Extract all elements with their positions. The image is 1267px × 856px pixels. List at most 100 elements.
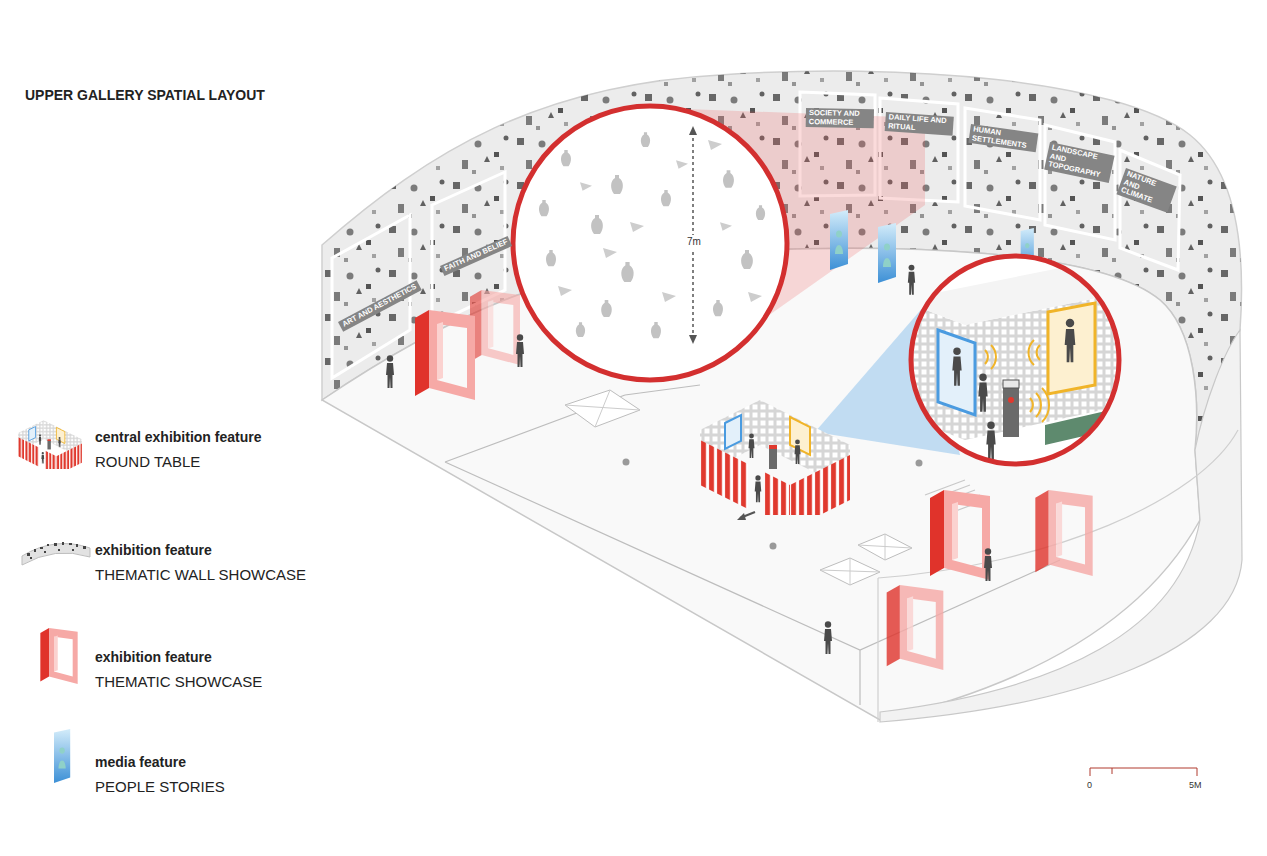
- legend-icon: [18, 420, 90, 783]
- callout-circle: [1029, 340, 1034, 365]
- callout-circle: [689, 126, 697, 135]
- gallery-floor: [858, 534, 912, 560]
- visitor-figure: [824, 621, 832, 654]
- legend-icon: [40, 628, 77, 684]
- artefact-cloud: [621, 262, 633, 282]
- artefact-cloud: [651, 322, 661, 338]
- legend-icon: [54, 543, 57, 546]
- callout-circle: [689, 335, 697, 344]
- callout-circle: [1036, 393, 1041, 417]
- artefact-cloud: [580, 182, 592, 191]
- legend-icon: [47, 544, 49, 546]
- legend-descriptor: media feature: [95, 754, 186, 771]
- callout-circle: [1003, 380, 1019, 388]
- wall-theme-label: SOCIETY AND COMMERCE: [806, 108, 874, 128]
- legend-icon: [83, 546, 86, 549]
- legend-label: PEOPLE STORIES: [95, 778, 225, 796]
- callout-circle: [1042, 388, 1049, 422]
- gallery-floor: [623, 459, 630, 466]
- legend-descriptor: exhibition feature: [95, 542, 212, 559]
- gallery-floor: [737, 513, 746, 520]
- callout-circle: [1048, 303, 1095, 394]
- legend-icon: [30, 557, 32, 559]
- callout-circle: [938, 330, 975, 415]
- wall-panel: [1120, 150, 1180, 270]
- diagram-title: UPPER GALLERY SPATIAL LAYOUT: [25, 87, 265, 104]
- thematic-showcase: [930, 490, 990, 580]
- artefact-cloud: [661, 190, 671, 206]
- legend-icon: [27, 542, 86, 559]
- scale-bar: [1112, 768, 1113, 774]
- legend-descriptor: central exhibition feature: [95, 429, 261, 446]
- legend-icon: [62, 542, 64, 545]
- legend-icon: [69, 543, 72, 545]
- artefact-cloud: [641, 132, 650, 147]
- legend-icon: [76, 544, 78, 547]
- scale-bar: [1090, 768, 1197, 776]
- thematic-showcase: [887, 585, 944, 670]
- gallery-floor: [565, 390, 640, 427]
- callout-circle: [1030, 398, 1033, 412]
- media-panel: [878, 223, 896, 283]
- callout-circle: [985, 340, 1049, 422]
- round-table: [700, 400, 850, 530]
- callout-circle: [513, 106, 787, 380]
- callout-circle: [911, 256, 1119, 464]
- artefact-cloud: [723, 170, 734, 188]
- legend-icon: [27, 553, 30, 556]
- dimension-label: 7m: [684, 235, 704, 249]
- legend-icon: [40, 547, 43, 549]
- callout-circle: [1003, 385, 1019, 437]
- wall-rim: [877, 578, 878, 722]
- wall-panel: [1045, 125, 1115, 240]
- gallery-floor: [858, 534, 912, 560]
- legend-icon: [72, 549, 74, 551]
- gallery-floor: [565, 390, 640, 427]
- legend-descriptor: exhibition feature: [95, 649, 212, 666]
- legend-icon: [58, 549, 60, 551]
- artefact-cloud: [713, 300, 723, 316]
- gallery-floor: [820, 558, 880, 585]
- callout-circle: [900, 256, 1125, 464]
- gallery-floor: [770, 543, 777, 550]
- artefact-cloud: [630, 222, 644, 232]
- artefact-cloud: [546, 250, 556, 266]
- artefact-cloud: [539, 132, 765, 338]
- visitor-figure: [516, 334, 524, 367]
- artefact-cloud: [708, 140, 722, 150]
- callout-circle: [991, 345, 996, 369]
- callout-circle: [513, 106, 787, 380]
- artefact-cloud: [539, 200, 549, 216]
- gallery-floor: [820, 558, 880, 585]
- legend-icon: [54, 729, 70, 783]
- artefact-cloud: [603, 248, 617, 258]
- artefact-cloud: [756, 205, 765, 220]
- artefact-cloud: [748, 292, 762, 302]
- legend-label: THEMATIC SHOWCASE: [95, 673, 262, 691]
- visitor-figure: [984, 548, 992, 581]
- artefact-cloud: [561, 150, 571, 166]
- legend-icon: [22, 544, 90, 566]
- callout-circle: [1037, 345, 1040, 360]
- artefact-cloud: [576, 322, 585, 337]
- media-panel: [830, 210, 848, 270]
- callout-circle: [986, 422, 995, 460]
- artefact-cloud: [591, 215, 603, 234]
- thematic-showcase: [415, 310, 475, 400]
- legend-icon: [18, 420, 82, 475]
- scale-bar: [1197, 768, 1198, 776]
- callout-circle: [985, 350, 988, 364]
- scale-bar: [1090, 768, 1091, 776]
- artefact-cloud: [720, 222, 732, 231]
- legend-icon: [44, 551, 46, 553]
- callout-circle: [978, 374, 987, 412]
- visitor-figure: [908, 265, 915, 295]
- legend-icon: [34, 549, 36, 552]
- wall-panel: [965, 108, 1040, 220]
- legend-label: THEMATIC WALL SHOWCASE: [95, 566, 306, 584]
- thematic-showcase: [1035, 490, 1092, 576]
- callout-circle: [952, 348, 961, 386]
- artefact-cloud: [611, 175, 623, 194]
